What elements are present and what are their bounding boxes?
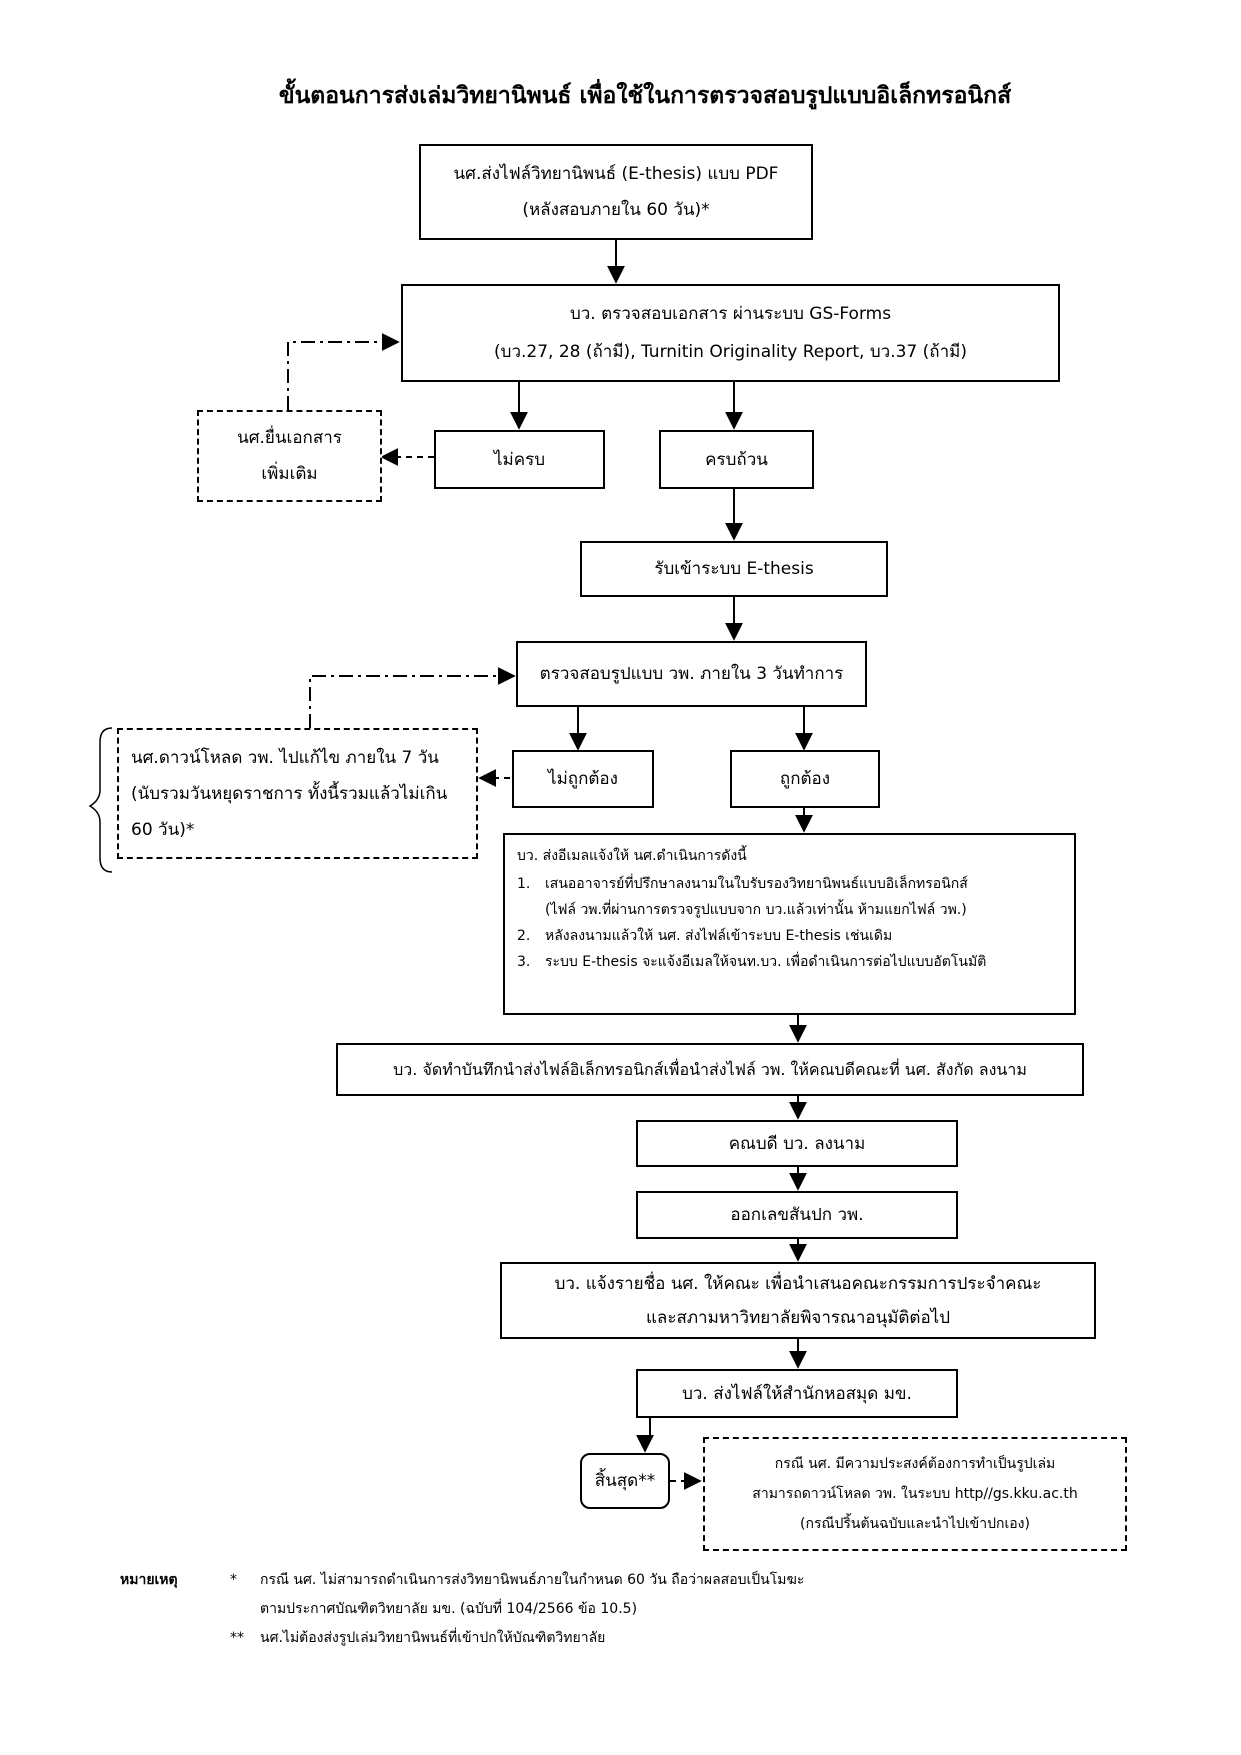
- dean-sign-box: คณบดี บว. ลงนาม: [636, 1120, 958, 1167]
- dean-sign-label: คณบดี บว. ลงนาม: [728, 1133, 866, 1154]
- extra-docs-line-1: นศ.ยื่นเอกสาร: [237, 428, 342, 448]
- notify-box: บว. แจ้งรายชื่อ นศ. ให้คณะ เพื่อนำเสนอคณ…: [500, 1262, 1096, 1339]
- fix-line-3: 60 วัน)*: [131, 819, 195, 840]
- footnote-2-mark: **: [230, 1630, 244, 1646]
- print-note-line-1: กรณี นศ. มีความประสงค์ต้องการทำเป็นรูปเล…: [774, 1456, 1056, 1472]
- extra-docs-line-2: เพิ่มเติม: [261, 464, 318, 484]
- format-check-box: ตรวจสอบรูปแบบ วพ. ภายใน 3 วันทำการ: [516, 641, 867, 707]
- email-step-1-text: เสนออาจารย์ที่ปรึกษาลงนามในใบรับรองวิทยา…: [545, 871, 968, 923]
- email-step-2-line-1: หลังลงนามแล้วให้ นศ. ส่งไฟล์เข้าระบบ E-t…: [545, 928, 893, 944]
- email-step-1: 1. เสนออาจารย์ที่ปรึกษาลงนามในใบรับรองวิ…: [517, 871, 1064, 923]
- end-label: สิ้นสุด**: [594, 1471, 656, 1491]
- email-step-3-num: 3.: [517, 954, 531, 970]
- fix-line-2: (นับรวมวันหยุดราชการ ทั้งนี้รวมแล้วไม่เก…: [131, 783, 448, 804]
- incorrect-label: ไม่ถูกต้อง: [548, 769, 618, 789]
- arrow-fix-back-to-format: [309, 667, 516, 728]
- memo-label: บว. จัดทำบันทึกนำส่งไฟล์อิเล็กทรอนิกส์เพ…: [393, 1059, 1027, 1079]
- extra-docs-box: นศ.ยื่นเอกสาร เพิ่มเติม: [197, 410, 382, 502]
- memo-box: บว. จัดทำบันทึกนำส่งไฟล์อิเล็กทรอนิกส์เพ…: [336, 1043, 1084, 1096]
- notify-line-1: บว. แจ้งรายชื่อ นศ. ให้คณะ เพื่อนำเสนอคณ…: [554, 1273, 1042, 1294]
- fix-box: นศ.ดาวน์โหลด วพ. ไปแก้ไข ภายใน 7 วัน (นั…: [117, 728, 478, 859]
- email-step-2: 2. หลังลงนามแล้วให้ นศ. ส่งไฟล์เข้าระบบ …: [517, 923, 1064, 949]
- call-number-label: ออกเลขสันปก วพ.: [730, 1205, 864, 1225]
- submit-line-1: นศ.ส่งไฟล์วิทยานิพนธ์ (E-thesis) แบบ PDF: [453, 164, 779, 184]
- correct-box: ถูกต้อง: [730, 750, 880, 808]
- format-check-label: ตรวจสอบรูปแบบ วพ. ภายใน 3 วันทำการ: [539, 664, 844, 684]
- print-note-line-3: (กรณีปริ้นต้นฉบับและนำไปเข้าปกเอง): [800, 1516, 1030, 1532]
- receive-box: รับเข้าระบบ E-thesis: [580, 541, 888, 597]
- footnote-1-mark: *: [230, 1572, 237, 1588]
- footnote-2: ** นศ.ไม่ต้องส่งรูปเล่มวิทยานิพนธ์ที่เข้…: [120, 1624, 804, 1653]
- email-step-1-num: 1.: [517, 876, 531, 892]
- email-step-3-line-1: ระบบ E-thesis จะแจ้งอีเมลให้จนท.บว. เพื่…: [545, 954, 987, 970]
- fix-line-1: นศ.ดาวน์โหลด วพ. ไปแก้ไข ภายใน 7 วัน: [131, 747, 439, 768]
- complete-box: ครบถ้วน: [659, 430, 814, 489]
- email-step-1-line-2: (ไฟล์ วพ.ที่ผ่านการตรวจรูปแบบจาก บว.แล้ว…: [545, 902, 967, 918]
- email-head: บว. ส่งอีเมลแจ้งให้ นศ.ดำเนินการดังนี้: [517, 848, 747, 864]
- print-note-line-2: สามารถดาวน์โหลด วพ. ในระบบ http//gs.kku.…: [752, 1486, 1078, 1502]
- notify-line-2: และสภามหาวิทยาลัยพิจารณาอนุมัติต่อไป: [645, 1307, 951, 1328]
- arrow-extra-back-to-check: [287, 333, 400, 410]
- footnote-1-line-2: ตามประกาศบัณฑิตวิทยาลัย มข. (ฉบับที่ 104…: [260, 1601, 638, 1617]
- gs-check-line-1: บว. ตรวจสอบเอกสาร ผ่านระบบ GS-Forms: [569, 304, 892, 324]
- library-box: บว. ส่งไฟล์ให้สำนักหอสมุด มข.: [636, 1369, 958, 1418]
- correct-label: ถูกต้อง: [779, 769, 831, 789]
- email-step-3: 3. ระบบ E-thesis จะแจ้งอีเมลให้จนท.บว. เ…: [517, 949, 1064, 975]
- incomplete-label: ไม่ครบ: [493, 449, 546, 470]
- submit-box: นศ.ส่งไฟล์วิทยานิพนธ์ (E-thesis) แบบ PDF…: [419, 144, 813, 240]
- footnote-1-text: กรณี นศ. ไม่สามารถดำเนินการส่งวิทยานิพนธ…: [260, 1566, 804, 1624]
- email-step-2-num: 2.: [517, 928, 531, 944]
- print-note-box: กรณี นศ. มีความประสงค์ต้องการทำเป็นรูปเล…: [703, 1437, 1127, 1551]
- incomplete-box: ไม่ครบ: [434, 430, 605, 489]
- submit-line-2: (หลังสอบภายใน 60 วัน)*: [522, 200, 710, 220]
- footnote-spacer: [120, 1624, 230, 1653]
- gs-check-box: บว. ตรวจสอบเอกสาร ผ่านระบบ GS-Forms (บว.…: [401, 284, 1060, 382]
- footnote-label: หมายเหตุ: [120, 1572, 178, 1588]
- call-number-box: ออกเลขสันปก วพ.: [636, 1191, 958, 1239]
- footnote-1: หมายเหตุ * กรณี นศ. ไม่สามารถดำเนินการส่…: [120, 1566, 804, 1624]
- fix-brace: [88, 727, 113, 873]
- incorrect-box: ไม่ถูกต้อง: [512, 750, 654, 808]
- email-instructions-box: บว. ส่งอีเมลแจ้งให้ นศ.ดำเนินการดังนี้ 1…: [503, 833, 1076, 1015]
- email-step-1-line-1: เสนออาจารย์ที่ปรึกษาลงนามในใบรับรองวิทยา…: [545, 876, 968, 892]
- receive-label: รับเข้าระบบ E-thesis: [654, 559, 814, 579]
- page-title: ขั้นตอนการส่งเล่มวิทยานิพนธ์ เพื่อใช้ในก…: [278, 83, 1012, 109]
- arrow-library-to-end: [636, 1417, 654, 1453]
- footnotes: หมายเหตุ * กรณี นศ. ไม่สามารถดำเนินการส่…: [120, 1566, 804, 1653]
- end-terminal: สิ้นสุด**: [580, 1453, 670, 1509]
- footnote-2-line-1: นศ.ไม่ต้องส่งรูปเล่มวิทยานิพนธ์ที่เข้าปก…: [260, 1630, 606, 1646]
- library-label: บว. ส่งไฟล์ให้สำนักหอสมุด มข.: [682, 1383, 912, 1404]
- gs-check-line-2: (บว.27, 28 (ถ้ามี), Turnitin Originality…: [494, 342, 967, 362]
- footnote-1-line-1: กรณี นศ. ไม่สามารถดำเนินการส่งวิทยานิพนธ…: [260, 1572, 805, 1588]
- complete-label: ครบถ้วน: [705, 449, 768, 470]
